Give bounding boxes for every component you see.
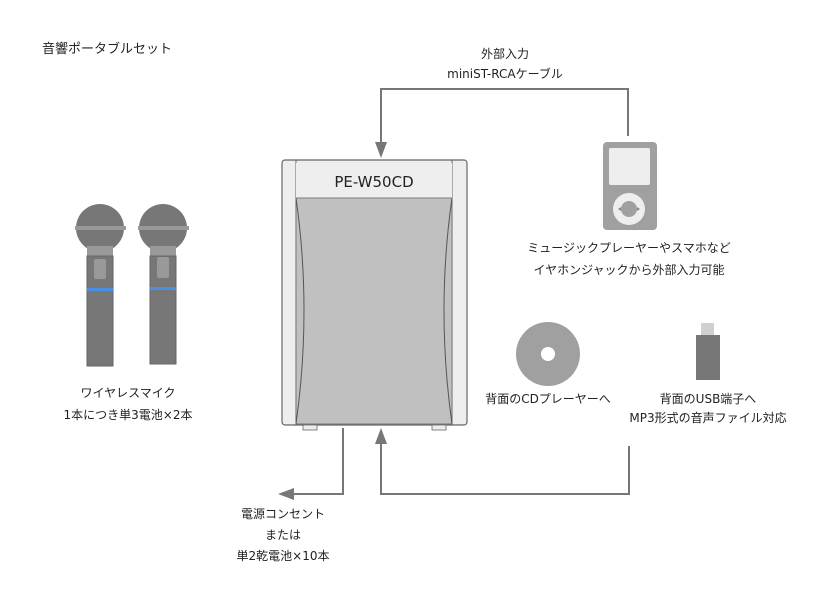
- rear-input-connection: [375, 428, 630, 495]
- usb-label-1: 背面のUSB端子へ: [660, 392, 757, 406]
- usb-label-2: MP3形式の音声ファイル対応: [629, 410, 786, 425]
- power-label-1: 電源コンセント: [241, 507, 325, 521]
- usb-drive-icon: [696, 323, 720, 380]
- external-input-label: 外部入力: [481, 46, 529, 61]
- speaker-unit: [281, 159, 468, 431]
- power-cable: [278, 428, 344, 500]
- power-label-2: または: [265, 528, 301, 542]
- wireless-microphone-icon: [75, 204, 126, 367]
- mic-label-1: ワイヤレスマイク: [80, 386, 175, 400]
- wireless-microphone-icon: [138, 204, 189, 365]
- player-label-1: ミュージックプレーヤーやスマホなど: [527, 241, 730, 255]
- external-input-cable-label: miniST-RCAケーブル: [447, 66, 563, 81]
- player-label-2: イヤホンジャックから外部入力可能: [533, 262, 724, 277]
- speaker-model-label: PE-W50CD: [334, 173, 413, 191]
- mic-label-2: 1本につき単3電池×2本: [64, 408, 193, 422]
- power-label-3: 単2乾電池×10本: [237, 549, 330, 563]
- music-player-icon: [603, 142, 657, 230]
- page-title: 音響ポータブルセット: [42, 41, 172, 57]
- external-input-cable: [375, 88, 629, 158]
- cd-icon: [516, 322, 580, 386]
- cd-label: 背面のCDプレーヤーへ: [485, 392, 611, 406]
